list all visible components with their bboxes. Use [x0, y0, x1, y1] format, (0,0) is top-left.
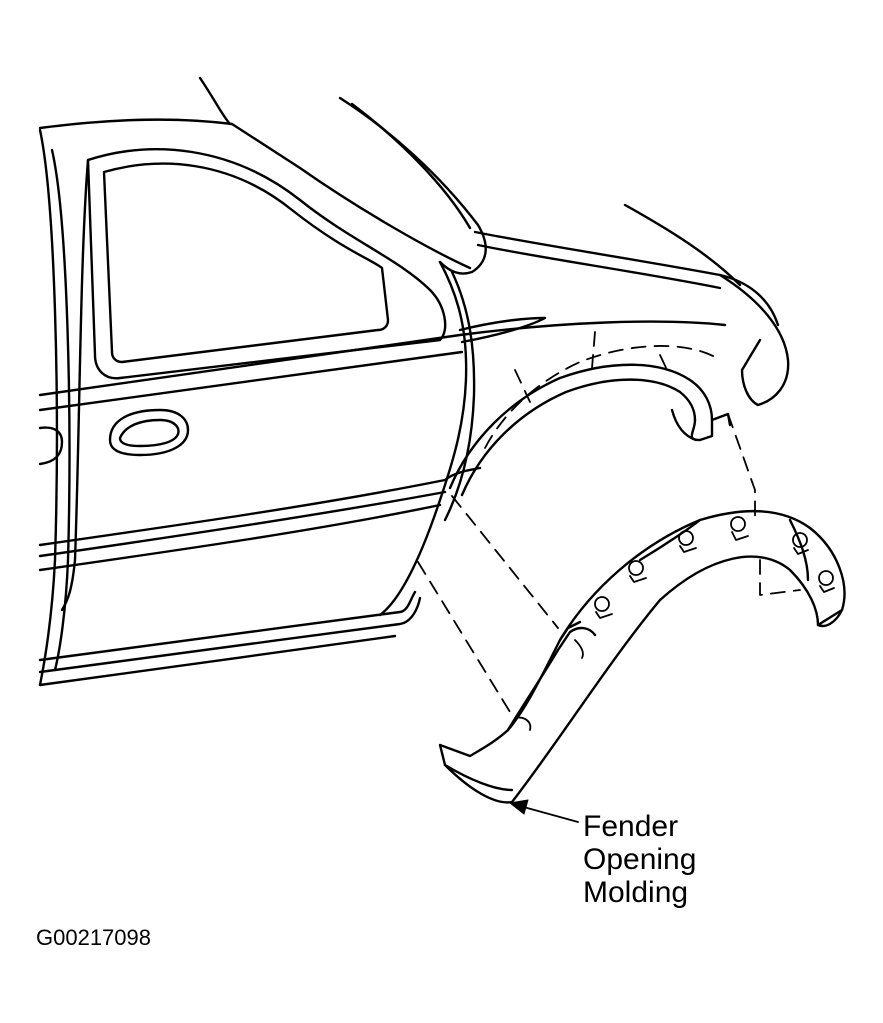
alignment-lines	[417, 331, 801, 713]
roof-and-pillars	[38, 76, 742, 287]
wheel-opening	[448, 363, 732, 497]
fender-opening-molding	[438, 509, 846, 804]
door-window	[86, 148, 447, 380]
door-handle	[38, 408, 190, 466]
callout-line-2: Opening	[583, 843, 697, 876]
callout-line-3: Molding	[583, 876, 689, 909]
door-edges	[60, 158, 476, 617]
figure-id: G00217098	[36, 925, 151, 950]
body-side-molding	[38, 466, 482, 687]
callout-leader	[509, 799, 579, 823]
body-panels	[38, 128, 790, 687]
callout-line-1: Fender	[583, 810, 679, 843]
molding-clips	[514, 516, 835, 731]
